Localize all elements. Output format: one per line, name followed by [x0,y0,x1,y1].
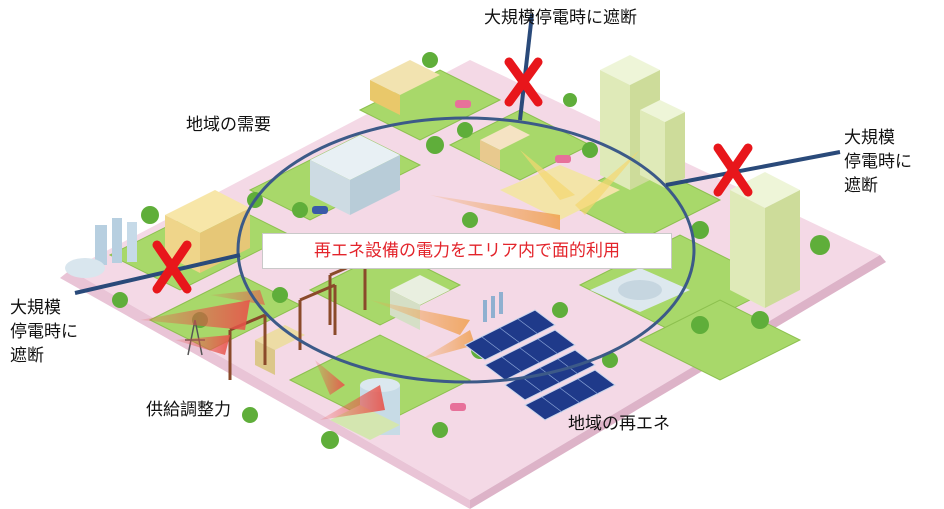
label-left-cutoff-line3: 遮断 [10,346,44,366]
label-regional-demand: 地域の需要 [186,115,271,135]
cross-icon [152,57,753,294]
label-supply-adjustment: 供給調整力 [146,400,231,420]
label-right-cutoff: 大規模 停電時に 遮断 [844,126,912,198]
solar-panel-icon [464,309,616,421]
label-left-cutoff-line2: 停電時に [10,322,78,342]
ground-edge [60,270,470,509]
cars [312,100,571,411]
grid-lines [74,13,841,295]
center-message-box: 再エネ設備の電力をエリア内で面的利用 [262,233,672,269]
label-left-cutoff: 大規模 停電時に 遮断 [10,296,78,368]
label-right-cutoff-line1: 大規模 [844,128,895,148]
area-boundary-ellipse [236,116,696,384]
label-right-cutoff-line2: 停電時に [844,152,912,172]
label-regional-renewable: 地域の再エネ [568,414,670,434]
ground-edge-right [470,255,886,509]
chimneys [483,292,503,322]
tree-icon [112,52,830,449]
label-right-cutoff-line3: 遮断 [844,176,878,196]
label-top-cutoff: 大規模停電時に遮断 [484,8,637,28]
label-left-cutoff-line1: 大規模 [10,298,61,318]
